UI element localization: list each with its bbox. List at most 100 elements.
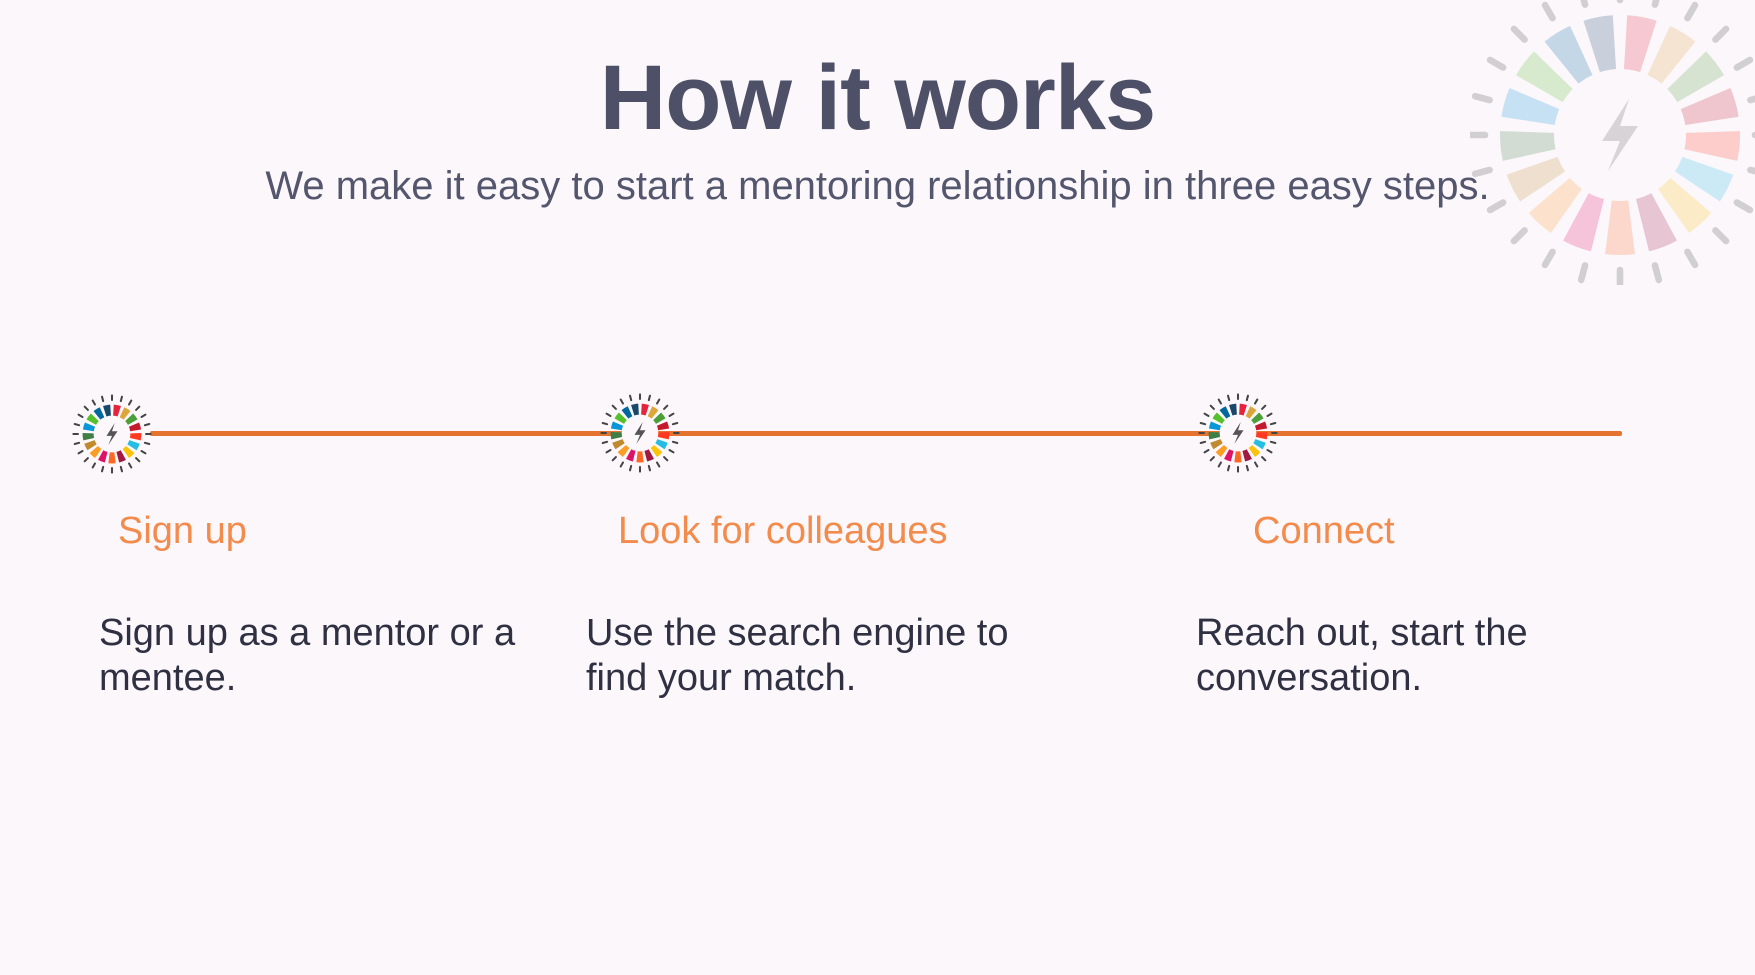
wheel-tick — [1199, 440, 1207, 445]
wheel-segment — [127, 440, 140, 451]
wheel-segment — [128, 422, 142, 432]
wheel-tick — [1226, 394, 1231, 402]
wheel-segment — [644, 449, 654, 462]
wheel-segment — [89, 445, 102, 459]
wheel-segment — [84, 440, 97, 451]
wheel-tick — [135, 457, 141, 463]
wheel-segment — [631, 403, 639, 416]
wheel-tick — [611, 404, 617, 410]
wheel-tick — [1486, 199, 1507, 214]
wheel-segment — [617, 444, 630, 458]
wheel-segment — [1647, 25, 1696, 84]
wheel-tick — [1226, 464, 1231, 472]
step-description: Use the search engine to find your match… — [586, 612, 1009, 699]
wheel-tick — [605, 412, 612, 417]
wheel-segment — [614, 412, 627, 424]
wheel-tick — [605, 449, 612, 454]
wheel-segment — [1224, 449, 1234, 462]
wheel-segment — [1500, 131, 1556, 161]
wheel-tick — [656, 398, 661, 405]
wheel-segment — [86, 413, 99, 425]
wheel-segment — [108, 452, 116, 464]
wheel-tick — [1245, 464, 1250, 472]
wheel-tick — [668, 449, 675, 454]
decorative-sdg-wheel-icon — [1470, 0, 1755, 285]
wheel-tick — [663, 404, 669, 410]
wheel-tick — [1747, 95, 1755, 104]
wheel-tick — [1245, 394, 1250, 402]
wheel-tick — [1510, 227, 1528, 245]
wheel-segment — [1623, 15, 1657, 73]
wheel-segment — [1248, 444, 1261, 458]
wheel-segment — [626, 449, 636, 462]
wheel-segment — [129, 433, 142, 441]
wheel-tick — [1203, 449, 1210, 454]
wheel-tick — [647, 464, 652, 472]
wheel-tick — [1651, 262, 1663, 284]
wheel-tick — [1254, 398, 1259, 405]
wheel-segment — [93, 407, 105, 420]
wheel-tick — [1471, 92, 1493, 104]
wheel-tick — [1217, 461, 1222, 468]
wheel-segment — [98, 450, 108, 463]
wheel-tick — [73, 441, 81, 446]
wheel-segment — [612, 439, 625, 450]
wheel-segment — [1684, 131, 1740, 161]
wheel-tick — [1254, 461, 1259, 468]
wheel-segment — [1229, 403, 1237, 416]
wheel-tick — [601, 440, 609, 445]
step-description: Reach out, start the conversation. — [1196, 612, 1528, 699]
wheel-tick — [91, 462, 96, 469]
wheel-tick — [619, 398, 624, 405]
wheel-tick — [1209, 404, 1215, 410]
wheel-segment — [641, 403, 649, 416]
step-description: Sign up as a mentor or a mentee. — [99, 612, 516, 699]
wheel-tick — [1733, 199, 1754, 214]
wheel-segment — [1563, 193, 1605, 252]
wheel-segment — [1667, 51, 1725, 103]
wheel-segment — [1242, 449, 1252, 462]
wheel-tick — [1541, 1, 1556, 22]
wheel-segment — [650, 444, 663, 458]
wheel-segment — [1254, 421, 1268, 431]
wheel-segment — [1215, 444, 1228, 458]
wheel-segment — [1658, 177, 1712, 234]
step-title: Sign up — [118, 510, 247, 552]
wheel-segment — [1501, 88, 1560, 125]
wheel-segment — [1506, 156, 1566, 202]
wheel-tick — [143, 422, 151, 427]
wheel-segment — [1544, 25, 1593, 84]
wheel-tick — [1471, 166, 1493, 178]
wheel-tick — [628, 464, 633, 472]
wheel-tick — [73, 422, 81, 427]
lightning-bolt-icon — [634, 421, 646, 445]
wheel-tick — [1510, 25, 1528, 43]
lightning-bolt-icon — [1232, 421, 1244, 445]
wheel-tick — [619, 461, 624, 468]
wheel-tick — [1684, 1, 1699, 22]
wheel-tick — [1712, 227, 1730, 245]
wheel-segment — [610, 421, 624, 431]
wheel-segment — [116, 450, 126, 463]
wheel-tick — [140, 450, 147, 455]
wheel-segment — [1212, 412, 1225, 424]
wheel-tick — [77, 450, 84, 455]
wheel-tick — [601, 421, 609, 426]
wheel-tick — [1580, 0, 1589, 8]
wheel-tick — [1261, 404, 1267, 410]
wheel-segment — [125, 413, 138, 425]
wheel-tick — [671, 421, 679, 426]
wheel-tick — [1261, 456, 1267, 462]
wheel-tick — [1199, 421, 1207, 426]
wheel-segment — [1635, 193, 1677, 252]
sdg-wheel-icon — [1198, 393, 1278, 473]
wheel-tick — [647, 394, 652, 402]
wheel-tick — [1541, 248, 1556, 269]
wheel-tick — [91, 399, 96, 406]
wheel-tick — [1203, 412, 1210, 417]
wheel-segment — [1583, 15, 1617, 73]
wheel-segment — [82, 422, 96, 432]
wheel-segment — [1515, 51, 1573, 103]
sdg-wheel-icon — [72, 394, 152, 474]
